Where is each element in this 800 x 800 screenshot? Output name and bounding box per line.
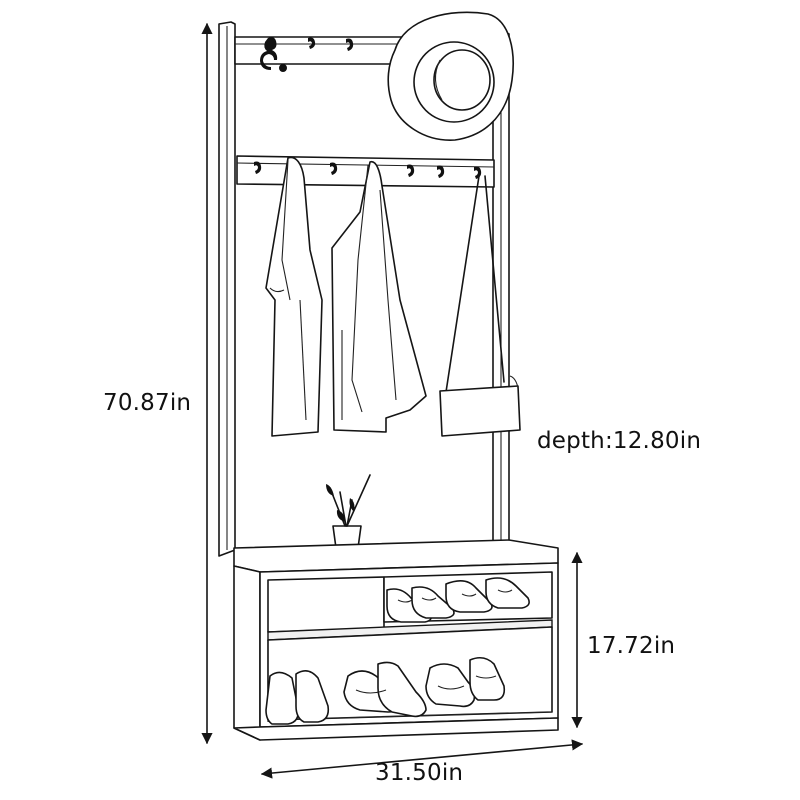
hat <box>387 11 514 141</box>
width-label: 31.50in <box>375 760 464 786</box>
frame <box>218 21 510 559</box>
potted-plant <box>326 474 371 549</box>
bench-height-label: 17.72in <box>587 633 676 659</box>
hanging-shirt <box>265 156 323 437</box>
slippers <box>386 577 530 623</box>
sneakers <box>265 656 506 725</box>
depth-label: depth:12.80in <box>537 428 702 454</box>
hanging-jacket <box>331 161 427 433</box>
height-label: 70.87in <box>103 390 192 416</box>
top-hooks <box>260 37 354 72</box>
hanging-bag <box>439 175 521 437</box>
width-dimension-line <box>260 739 584 779</box>
hook-icon <box>260 37 278 70</box>
